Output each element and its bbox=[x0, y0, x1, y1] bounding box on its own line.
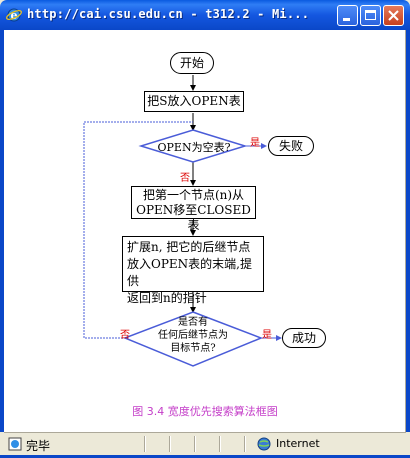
ie-icon: e bbox=[6, 8, 22, 22]
decision2-no-label: 否 bbox=[120, 330, 130, 341]
success-node: 成功 bbox=[282, 328, 326, 348]
status-divider bbox=[194, 436, 196, 452]
maximize-button[interactable] bbox=[360, 5, 381, 26]
decision-goal-label: 是否有 任何后继节点为 目标节点? bbox=[135, 316, 251, 355]
page-icon bbox=[8, 437, 22, 451]
decision-goal-shape bbox=[122, 311, 264, 367]
page-content: 开始 把S放入OPEN表 OPEN为空表? 是 否 失败 把第一个节点(n)从 … bbox=[4, 30, 406, 432]
decision-open-empty-shape bbox=[138, 129, 248, 163]
status-bar: 完毕 Internet bbox=[4, 432, 406, 455]
maximize-icon bbox=[365, 10, 376, 20]
decision1-no-label: 否 bbox=[180, 173, 190, 184]
svg-text:e: e bbox=[11, 9, 18, 22]
window-frame-right bbox=[406, 30, 410, 432]
decision2-yes-label: 是 bbox=[262, 330, 272, 341]
decision1-yes-label: 是 bbox=[250, 138, 260, 149]
window-frame-left bbox=[0, 30, 4, 432]
close-icon bbox=[388, 10, 399, 21]
step3-line3: 返回到n的指针 bbox=[127, 291, 207, 305]
decision2-line3: 目标节点? bbox=[170, 343, 216, 354]
internet-zone-label: Internet bbox=[276, 437, 320, 450]
step-move-to-closed: 把第一个节点(n)从 OPEN移至CLOSED表 bbox=[131, 186, 256, 232]
step3-line1: 扩展n, 把它的后继节点 bbox=[127, 240, 251, 254]
title-bar[interactable]: e http://cai.csu.edu.cn - t312.2 - Mi... bbox=[0, 0, 410, 30]
window-title: http://cai.csu.edu.cn - t312.2 - Mi... bbox=[27, 7, 310, 21]
fail-node: 失败 bbox=[268, 136, 314, 156]
status-text: 完毕 bbox=[26, 439, 51, 453]
internet-zone-icon bbox=[257, 437, 271, 451]
status-divider bbox=[244, 436, 246, 452]
figure-caption: 图 3.4 宽度优先搜索算法框图 bbox=[132, 405, 278, 418]
step2-line2: OPEN移至CLOSED表 bbox=[136, 203, 251, 232]
status-divider bbox=[144, 436, 146, 452]
window-frame-bottom bbox=[0, 455, 410, 458]
minimize-icon bbox=[343, 18, 350, 21]
status-divider bbox=[169, 436, 171, 452]
minimize-button[interactable] bbox=[337, 5, 358, 26]
close-button[interactable] bbox=[383, 5, 404, 26]
step-expand-n: 扩展n, 把它的后继节点 放入OPEN表的末端,提供 返回到n的指针 bbox=[122, 236, 264, 305]
decision-open-empty-label: OPEN为空表? bbox=[157, 141, 231, 154]
decision2-line1: 是否有 bbox=[178, 317, 208, 328]
decision2-line2: 任何后继节点为 bbox=[158, 330, 228, 341]
step3-line2: 放入OPEN表的末端,提供 bbox=[127, 257, 252, 288]
status-divider bbox=[219, 436, 221, 452]
flowchart-connectors bbox=[83, 75, 282, 367]
step2-line1: 把第一个节点(n)从 bbox=[142, 188, 245, 202]
start-node: 开始 bbox=[170, 52, 214, 74]
step-put-s-in-open: 把S放入OPEN表 bbox=[144, 91, 244, 112]
